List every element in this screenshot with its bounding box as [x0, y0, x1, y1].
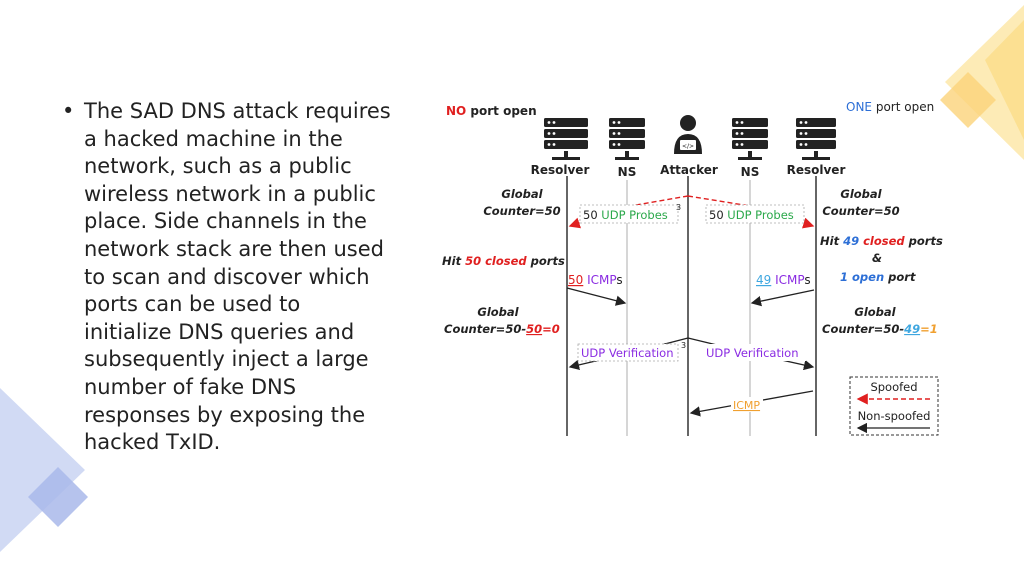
server-icon — [544, 118, 588, 160]
icmp-arrow-left — [566, 287, 627, 306]
svg-text:</>: </> — [682, 143, 694, 150]
probe-box-right — [705, 204, 805, 224]
attacker-icon: </> — [674, 115, 702, 154]
icmp-back-box — [731, 397, 763, 412]
right-amp: & — [872, 251, 882, 265]
server-icon — [732, 118, 768, 160]
icmp-back-label: ICMP — [733, 399, 760, 412]
node-label: Resolver — [787, 163, 846, 177]
left-hit-label: Hit 50 closed ports — [442, 254, 565, 268]
bullet-list: • The SAD DNS attack requires a hacked m… — [62, 98, 392, 457]
probe-sup: 3 — [676, 203, 681, 212]
verification-sup: 3 — [681, 341, 686, 350]
node-label: Attacker — [660, 163, 718, 177]
left-counter-value: Counter=50 — [483, 204, 560, 218]
legend-box — [849, 376, 939, 436]
right-hit-label: Hit 49 closed ports — [820, 234, 943, 248]
probe-label-right: 50 UDP Probes — [709, 208, 794, 222]
right-title-highlight: ONE — [846, 100, 872, 114]
left-title-highlight: NO — [446, 104, 466, 118]
right-counter-label: Global — [840, 187, 882, 201]
right-title-rest: port open — [872, 100, 934, 114]
right-icmp-label: 49 ICMPs — [756, 273, 811, 287]
node-label: NS — [741, 165, 760, 179]
right-title: ONE port open — [846, 100, 934, 114]
verification-label-right: UDP Verification — [706, 346, 798, 360]
bullet-text: The SAD DNS attack requires a hacked mac… — [84, 99, 391, 455]
server-icon — [796, 118, 836, 160]
right-final-value: Counter=50-49=1 — [822, 322, 938, 336]
left-counter-label: Global — [501, 187, 543, 201]
legend-nonspoofed-label: Non-spoofed — [858, 409, 931, 423]
probe-box-left — [579, 204, 679, 224]
left-title: NO port open — [446, 104, 537, 118]
left-title-rest: port open — [466, 104, 536, 118]
left-icmp-label: 50 ICMPs — [568, 273, 623, 287]
node-label: NS — [618, 165, 637, 179]
bullet-dot: • — [62, 99, 75, 123]
left-final-label: Global — [477, 305, 519, 319]
sad-dns-diagram: NO port open ONE port open </> — [442, 100, 943, 436]
verification-box-right — [702, 344, 806, 361]
node-label: Resolver — [531, 163, 590, 177]
right-final-label: Global — [854, 305, 896, 319]
right-open-label: 1 open port — [840, 270, 916, 284]
probe-label-left: 50 UDP Probes — [583, 208, 668, 222]
left-final-value: Counter=50-50=0 — [444, 322, 560, 336]
server-icon — [609, 118, 645, 160]
icmp-arrow-right — [750, 289, 815, 307]
right-counter-value: Counter=50 — [822, 204, 899, 218]
legend-spoofed-label: Spoofed — [870, 380, 917, 394]
verification-box-left — [577, 343, 679, 362]
verification-label-left: UDP Verification — [581, 346, 673, 360]
